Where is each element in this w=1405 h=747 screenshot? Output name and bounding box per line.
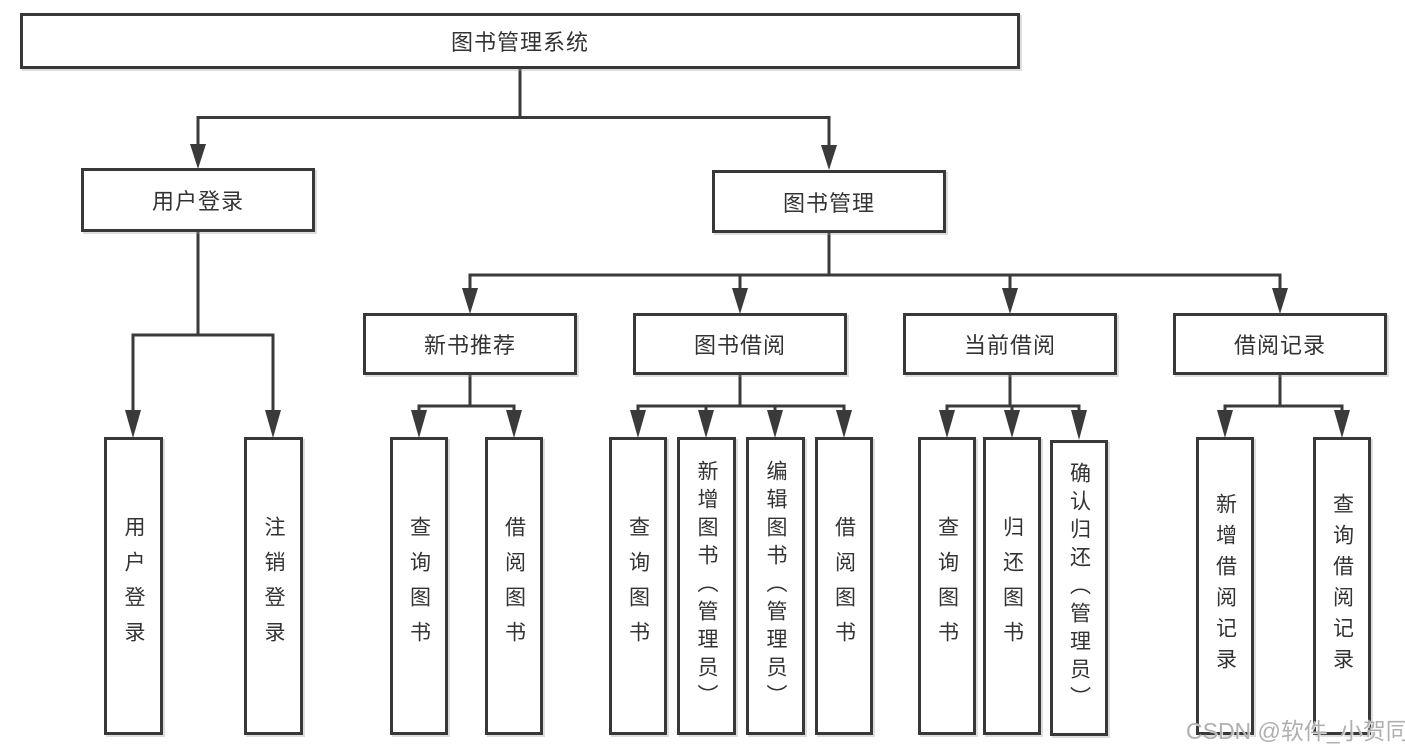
node-book-borrow: 图书借阅: [633, 313, 847, 375]
node-borrow-records: 借阅记录: [1173, 313, 1387, 375]
leaf-query-books-3: 查询图书: [918, 437, 976, 735]
node-new-book-recommend: 新书推荐: [363, 313, 577, 375]
leaf-edit-books-admin: 编辑图书（管理员）: [746, 437, 805, 735]
leaf-return-books: 归还图书: [983, 437, 1041, 735]
node-book-management: 图书管理: [712, 170, 946, 233]
leaf-add-books-admin: 新增图书（管理员）: [677, 437, 736, 735]
connector-book-borrow-to-leaves: [630, 375, 852, 438]
leaf-query-books-1: 查询图书: [390, 437, 448, 735]
leaf-logout: 注销登录: [244, 437, 303, 735]
csdn-watermark: CSDN @软件_小贺同学: [1186, 718, 1405, 744]
leaf-borrow-books-1: 借阅图书: [485, 437, 543, 735]
node-user-login: 用户登录: [81, 168, 315, 232]
node-current-borrow: 当前借阅: [903, 313, 1117, 375]
leaf-query-books-2: 查询图书: [609, 437, 667, 735]
leaf-confirm-return-admin: 确认归还（管理员）: [1050, 440, 1108, 736]
connector-book-mgmt-to-level3: [462, 233, 1288, 314]
connector-new-book-to-leaves: [411, 375, 522, 438]
leaf-borrow-books-2: 借阅图书: [815, 437, 873, 735]
connector-user-login-to-leaves: [125, 232, 281, 438]
leaf-user-login: 用户登录: [104, 437, 163, 735]
node-root-system: 图书管理系统: [20, 13, 1020, 69]
leaf-query-borrow-record: 查询借阅记录: [1313, 437, 1371, 735]
leaf-add-borrow-record: 新增借阅记录: [1196, 437, 1254, 735]
connector-root-to-level2: [190, 69, 837, 170]
connector-borrow-records-to-leaves: [1217, 375, 1350, 438]
connector-current-borrow-to-leaves: [939, 375, 1087, 440]
